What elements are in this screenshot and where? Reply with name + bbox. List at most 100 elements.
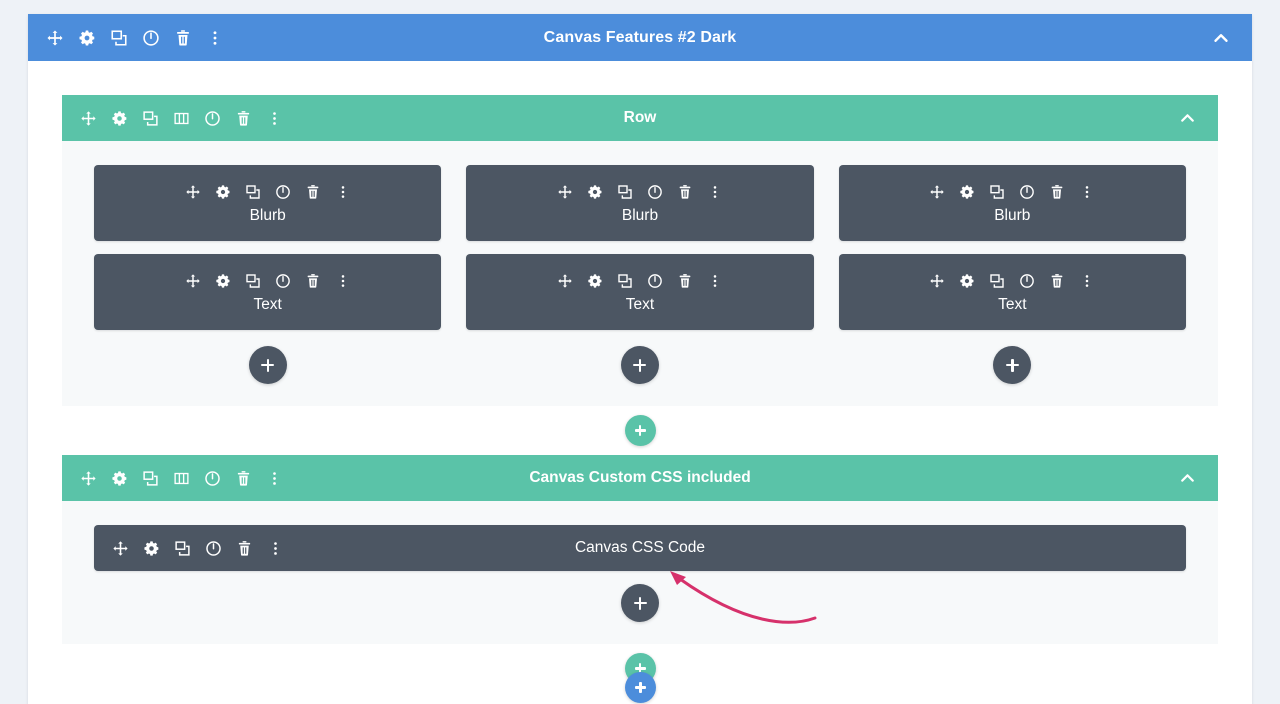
power-icon[interactable]	[204, 110, 221, 127]
gear-icon[interactable]	[959, 184, 975, 200]
row-1-header[interactable]: Row	[62, 95, 1218, 141]
module-toolbar	[185, 184, 351, 200]
more-options-icon[interactable]	[206, 29, 224, 47]
gear-icon[interactable]	[78, 29, 96, 47]
row-1: Row	[62, 95, 1218, 406]
module-text[interactable]: Text	[94, 254, 442, 330]
trash-icon[interactable]	[235, 110, 252, 127]
trash-icon[interactable]	[236, 540, 253, 557]
power-icon[interactable]	[1019, 273, 1035, 289]
more-options-icon[interactable]	[267, 540, 284, 557]
more-options-icon[interactable]	[266, 470, 283, 487]
gear-icon[interactable]	[587, 273, 603, 289]
column-2: Blurb	[466, 165, 814, 384]
move-icon[interactable]	[112, 540, 129, 557]
move-icon[interactable]	[557, 273, 573, 289]
duplicate-icon[interactable]	[142, 110, 159, 127]
more-options-icon[interactable]	[335, 273, 351, 289]
move-icon[interactable]	[185, 273, 201, 289]
more-options-icon[interactable]	[707, 184, 723, 200]
add-module-button[interactable]	[620, 346, 659, 384]
move-icon[interactable]	[80, 110, 97, 127]
move-icon[interactable]	[557, 184, 573, 200]
add-row-button[interactable]	[624, 415, 656, 446]
module-blurb[interactable]: Blurb	[466, 165, 814, 241]
trash-icon[interactable]	[235, 470, 252, 487]
gear-icon[interactable]	[111, 470, 128, 487]
module-toolbar	[929, 273, 1095, 289]
add-module-button[interactable]	[993, 346, 1032, 384]
power-icon[interactable]	[275, 184, 291, 200]
module-label: Blurb	[249, 206, 286, 224]
duplicate-icon[interactable]	[142, 470, 159, 487]
gear-icon[interactable]	[215, 273, 231, 289]
section-header[interactable]: Canvas Features #2 Dark	[28, 14, 1252, 61]
gear-icon[interactable]	[959, 273, 975, 289]
row-2-header[interactable]: Canvas Custom CSS included	[62, 455, 1218, 501]
module-label: Blurb	[994, 206, 1031, 224]
row-1-collapse-chevron-up-icon[interactable]	[1177, 108, 1198, 129]
move-icon[interactable]	[929, 184, 945, 200]
row-2-body: Canvas CSS Code	[62, 501, 1218, 644]
power-icon[interactable]	[647, 184, 663, 200]
power-icon[interactable]	[1019, 184, 1035, 200]
row-2-collapse-chevron-up-icon[interactable]	[1177, 468, 1198, 489]
module-blurb[interactable]: Blurb	[94, 165, 442, 241]
more-options-icon[interactable]	[266, 110, 283, 127]
duplicate-icon[interactable]	[245, 273, 261, 289]
move-icon[interactable]	[46, 29, 64, 47]
row-1-body: Blurb	[62, 141, 1218, 406]
gear-icon[interactable]	[111, 110, 128, 127]
duplicate-icon[interactable]	[245, 184, 261, 200]
duplicate-icon[interactable]	[110, 29, 128, 47]
module-canvas-css-code[interactable]: Canvas CSS Code	[94, 525, 1186, 571]
duplicate-icon[interactable]	[617, 184, 633, 200]
plus-icon	[634, 425, 646, 436]
move-icon[interactable]	[929, 273, 945, 289]
power-icon[interactable]	[647, 273, 663, 289]
plus-icon	[1005, 358, 1019, 372]
section-canvas-features-2-dark: Canvas Features #2 Dark	[28, 14, 1252, 704]
trash-icon[interactable]	[677, 273, 693, 289]
module-toolbar	[185, 273, 351, 289]
trash-icon[interactable]	[305, 184, 321, 200]
add-module-button[interactable]	[621, 584, 659, 622]
column-1: Canvas CSS Code	[94, 525, 1186, 622]
module-text[interactable]: Text	[466, 254, 814, 330]
trash-icon[interactable]	[1049, 184, 1065, 200]
duplicate-icon[interactable]	[989, 184, 1005, 200]
plus-icon	[635, 682, 646, 693]
column-1: Blurb	[94, 165, 442, 384]
more-options-icon[interactable]	[1079, 184, 1095, 200]
gear-icon[interactable]	[215, 184, 231, 200]
more-options-icon[interactable]	[1079, 273, 1095, 289]
trash-icon[interactable]	[1049, 273, 1065, 289]
trash-icon[interactable]	[677, 184, 693, 200]
move-icon[interactable]	[185, 184, 201, 200]
move-icon[interactable]	[80, 470, 97, 487]
columns-icon[interactable]	[173, 110, 190, 127]
power-icon[interactable]	[275, 273, 291, 289]
add-module-button[interactable]	[248, 346, 287, 384]
power-icon[interactable]	[204, 470, 221, 487]
power-icon[interactable]	[205, 540, 222, 557]
module-toolbar	[557, 273, 723, 289]
duplicate-icon[interactable]	[989, 273, 1005, 289]
section-collapse-chevron-up-icon[interactable]	[1210, 27, 1232, 49]
trash-icon[interactable]	[305, 273, 321, 289]
module-blurb[interactable]: Blurb	[838, 165, 1186, 241]
add-section-button[interactable]	[625, 672, 656, 703]
gear-icon[interactable]	[143, 540, 160, 557]
power-icon[interactable]	[142, 29, 160, 47]
duplicate-icon[interactable]	[174, 540, 191, 557]
gear-icon[interactable]	[587, 184, 603, 200]
duplicate-icon[interactable]	[617, 273, 633, 289]
columns-icon[interactable]	[173, 470, 190, 487]
module-toolbar	[929, 184, 1095, 200]
trash-icon[interactable]	[174, 29, 192, 47]
module-label: Text	[253, 295, 282, 313]
more-options-icon[interactable]	[707, 273, 723, 289]
module-text[interactable]: Text	[838, 254, 1186, 330]
more-options-icon[interactable]	[335, 184, 351, 200]
